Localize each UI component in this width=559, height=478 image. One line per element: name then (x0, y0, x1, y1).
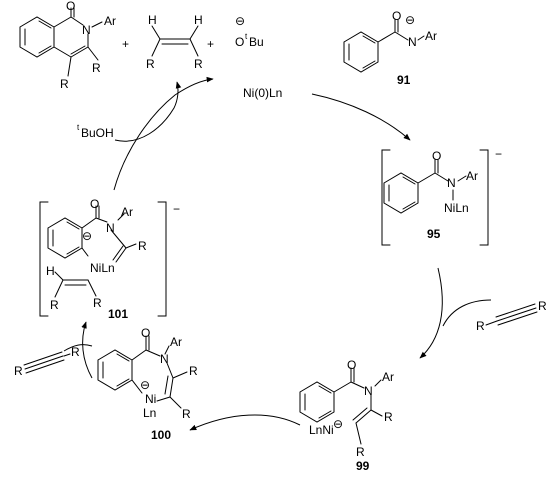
sm-n-label: N (408, 35, 417, 49)
alkyne-left-r2-label: R (71, 345, 80, 359)
starting-amide-91: O ⊖ N Ar 91 (343, 9, 437, 87)
c101-n-label: N (106, 221, 115, 235)
c99-r2-label: R (356, 445, 365, 459)
tert-butoxide: ⊖ O t Bu (235, 14, 264, 49)
alkyne-left-r1-label: R (14, 364, 23, 378)
c101-o-label: O (90, 197, 99, 211)
arrow-95-to-99 (419, 267, 443, 359)
tbuoh-t-label: t (77, 123, 80, 132)
sm-ar-label: Ar (425, 29, 437, 43)
c101-ar-label: Ar (121, 205, 133, 219)
c100-o-label: O (141, 326, 150, 340)
complex-95: O N Ar NiLn 95 − (381, 147, 502, 246)
sm-o-label: O (392, 9, 401, 23)
sm-charge-icon: ⊖ (405, 13, 415, 27)
c99-charge-icon: ⊖ (333, 417, 343, 431)
compound-number-101: 101 (108, 307, 128, 321)
complex-101: O N Ar R ⊖ NiLn H R R 101 − (39, 197, 180, 321)
top-product-ar-label: Ar (104, 14, 116, 28)
c100-ni-label: Ni (145, 392, 156, 406)
c99-ar-label: Ar (382, 370, 394, 384)
compound-number-100: 100 (151, 428, 171, 442)
obu-t-label: t (245, 32, 248, 41)
arrow-release-products (114, 81, 182, 142)
top-product-r1-label: R (92, 61, 101, 75)
c100-n-label: N (160, 352, 169, 366)
alkyne-reagent-right: R R (476, 299, 547, 333)
c99-r1-label: R (384, 410, 393, 424)
alkene-r2-label: R (194, 57, 203, 71)
c100-charge-icon: ⊖ (140, 378, 150, 392)
complex-99: O N Ar R ⊖ LnNi R 99 (299, 358, 394, 473)
obu-charge-icon: ⊖ (235, 14, 245, 28)
compound-number-99: 99 (356, 459, 370, 473)
alkyne-reagent-left: R R (14, 345, 80, 378)
c100-ar-label: Ar (170, 335, 182, 349)
c101-charge-icon: ⊖ (82, 229, 92, 243)
alkyne-right-r2-label: R (538, 299, 547, 313)
alkene-h2-label: H (194, 13, 203, 27)
catalyst-label: Ni(0)Ln (243, 86, 282, 100)
isoquinolone-product: O N Ar R R (19, 0, 116, 91)
alkene-byproduct: H H R R (146, 13, 203, 71)
compound-number-91: 91 (397, 73, 411, 87)
arrow-100-to-101 (81, 321, 93, 379)
arrow-alkyne-coordination (63, 344, 93, 352)
c101-niln-label: NiLn (90, 261, 115, 275)
plus-sign-2: + (207, 37, 214, 51)
plus-sign-1: + (122, 37, 129, 51)
cycle-arrows (63, 76, 492, 431)
compound-number-95: 95 (427, 227, 441, 241)
obu-o-label: O (235, 35, 244, 49)
c99-lnni-label: LnNi (309, 423, 334, 437)
c100-ln-label: Ln (143, 406, 156, 420)
c100-r1-label: R (189, 364, 198, 378)
c99-o-label: O (347, 358, 356, 372)
c101-r3-label: R (93, 296, 102, 310)
arrow-101-to-catalyst (113, 76, 214, 191)
c95-n-label: N (447, 176, 456, 190)
top-product-n-label: N (82, 23, 91, 37)
c95-o-label: O (432, 149, 441, 163)
c95-charge: − (495, 147, 502, 161)
c101-r2-label: R (50, 298, 59, 312)
complex-100: O N Ar R ⊖ Ni Ln R 100 (97, 326, 198, 442)
tbuoh-label: BuOH (81, 126, 114, 140)
c101-charge: − (173, 202, 180, 216)
arrow-catalyst-to-95 (311, 93, 411, 141)
c101-h-label: H (46, 264, 55, 278)
top-product-o-label: O (66, 0, 75, 13)
c100-r2-label: R (182, 407, 191, 421)
arrow-99-to-100 (189, 414, 301, 431)
alkene-r1-label: R (146, 57, 155, 71)
obu-bu-label: Bu (249, 35, 264, 49)
arrow-alkyne-insertion (442, 299, 492, 327)
top-product-r2-label: R (60, 77, 69, 91)
alkyne-right-r1-label: R (476, 319, 485, 333)
c95-niln-label: NiLn (444, 201, 469, 215)
c95-ar-label: Ar (466, 169, 478, 183)
c101-r1-label: R (138, 239, 147, 253)
alkene-h1-label: H (148, 13, 157, 27)
c99-n-label: N (364, 384, 373, 398)
